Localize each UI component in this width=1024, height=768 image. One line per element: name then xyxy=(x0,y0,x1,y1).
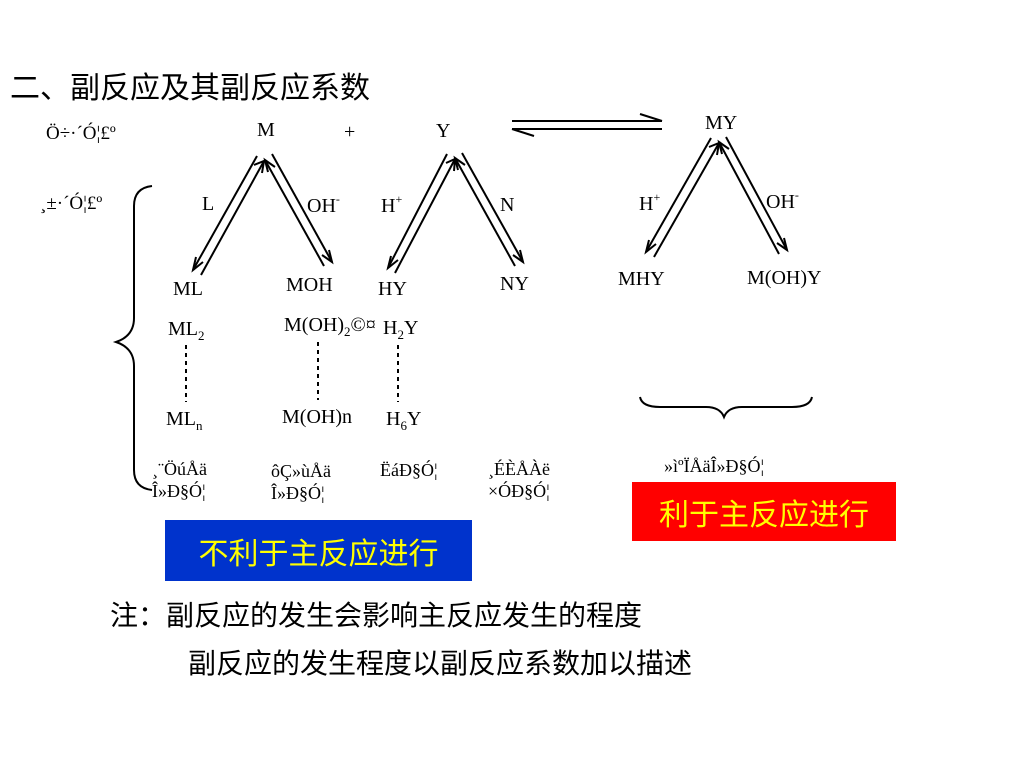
species-mohn: M(OH)n xyxy=(282,406,352,428)
reagent-h: H+ xyxy=(381,192,403,217)
species-ml: ML xyxy=(173,278,203,300)
reagent-n: N xyxy=(500,194,515,216)
acid-effect-label: ËáÐ§Ó¦ xyxy=(380,460,438,480)
plus-sign: + xyxy=(344,121,356,143)
species-mohy: M(OH)Y xyxy=(747,267,822,289)
note-line-1: 注：副反应的发生会影响主反应发生的程度 xyxy=(110,599,643,632)
species-mln: MLn xyxy=(166,408,203,433)
arrow-pair-m-ml xyxy=(191,155,266,276)
page-title: 二、副反应及其副反应系数 xyxy=(10,71,370,106)
arrow-pair-y-ny xyxy=(453,152,525,267)
species-moh2: M(OH)2©¤ xyxy=(284,314,376,339)
side-reaction-label: ¸±·´Ó¦£º xyxy=(40,193,103,214)
reagent-l: L xyxy=(202,193,215,215)
species-m: M xyxy=(257,119,275,141)
reagent-oh: OH- xyxy=(307,192,340,217)
arrow-pair-y-hy xyxy=(386,153,457,274)
mixed-effect-label: »ìºÏÅäÎ»Ð§Ó¦ xyxy=(664,456,765,476)
species-h6y: H6Y xyxy=(386,408,422,433)
left-brace xyxy=(112,185,153,491)
species-y: Y xyxy=(436,120,451,142)
note-line-2: 副反应的发生程度以副反应系数加以描述 xyxy=(188,647,693,680)
favorable-box: 利于主反应进行 xyxy=(632,482,896,541)
species-ny: NY xyxy=(500,273,529,295)
species-moh: MOH xyxy=(286,274,333,296)
species-ml2: ML2 xyxy=(168,318,205,343)
arrow-pair-m-moh xyxy=(263,153,334,267)
equilibrium-arrow xyxy=(511,113,663,137)
unfavorable-box: 不利于主反应进行 xyxy=(165,520,472,581)
reagent-oh-mixed: OH- xyxy=(766,188,799,213)
coexist-effect-label: ¸ÉÈÅÀë×ÓÐ§Ó¦ xyxy=(488,459,550,501)
main-reaction-label: Ö÷·´Ó¦£º xyxy=(46,123,116,144)
bottom-brace xyxy=(639,396,813,420)
species-my: MY xyxy=(705,112,738,134)
species-mhy: MHY xyxy=(618,268,665,290)
reagent-h-mixed: H+ xyxy=(639,190,661,215)
dashed-continuation xyxy=(185,342,399,402)
arrow-pair-my-mohy xyxy=(717,136,789,255)
arrow-pair-my-mhy xyxy=(644,137,721,258)
species-hy: HY xyxy=(378,278,407,300)
species-h2y: H2Y xyxy=(383,317,419,342)
